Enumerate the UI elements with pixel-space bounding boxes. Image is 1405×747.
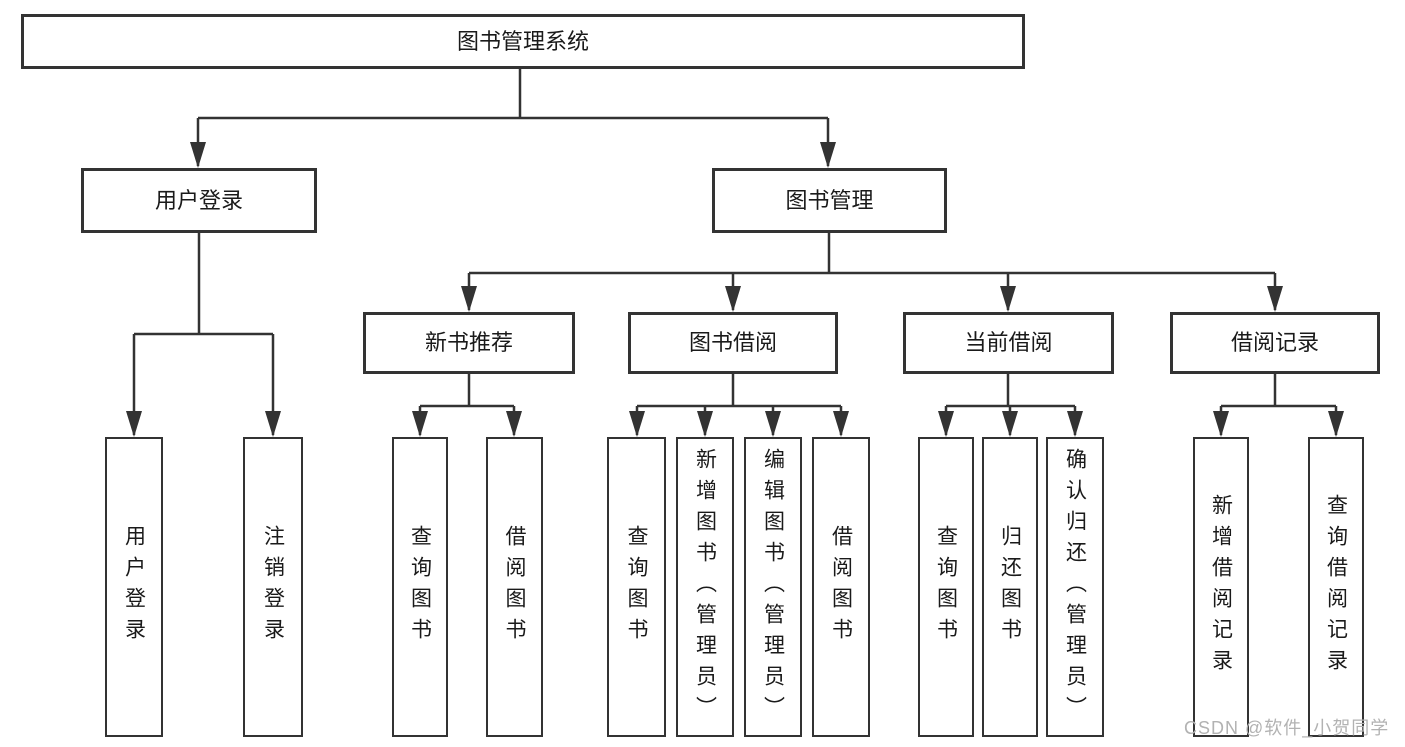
node-new-book-recommend: 新书推荐: [363, 312, 575, 374]
leaf-add-borrow-record: 新增借阅记录: [1193, 437, 1249, 737]
leaf-query-book-current: 查询图书: [918, 437, 974, 737]
node-book-borrow: 图书借阅: [628, 312, 838, 374]
leaf-return-book: 归还图书: [982, 437, 1038, 737]
leaf-logout: 注销登录: [243, 437, 303, 737]
leaf-query-book-recommend: 查询图书: [392, 437, 448, 737]
leaf-query-borrow-record: 查询借阅记录: [1308, 437, 1364, 737]
leaf-borrow-book: 借阅图书: [812, 437, 870, 737]
csdn-watermark: CSDN @软件_小贺同学: [1184, 718, 1390, 738]
leaf-user-login: 用户登录: [105, 437, 163, 737]
node-book-management: 图书管理: [712, 168, 947, 233]
node-current-borrow: 当前借阅: [903, 312, 1114, 374]
node-user-login: 用户登录: [81, 168, 317, 233]
leaf-query-book-borrow: 查询图书: [607, 437, 666, 737]
leaf-add-book-admin: 新增图书（管理员）: [676, 437, 734, 737]
node-borrow-records: 借阅记录: [1170, 312, 1380, 374]
leaf-confirm-return-admin: 确认归还（管理员）: [1046, 437, 1104, 737]
node-root-system: 图书管理系统: [21, 14, 1025, 69]
leaf-edit-book-admin: 编辑图书（管理员）: [744, 437, 802, 737]
leaf-borrow-book-recommend: 借阅图书: [486, 437, 543, 737]
